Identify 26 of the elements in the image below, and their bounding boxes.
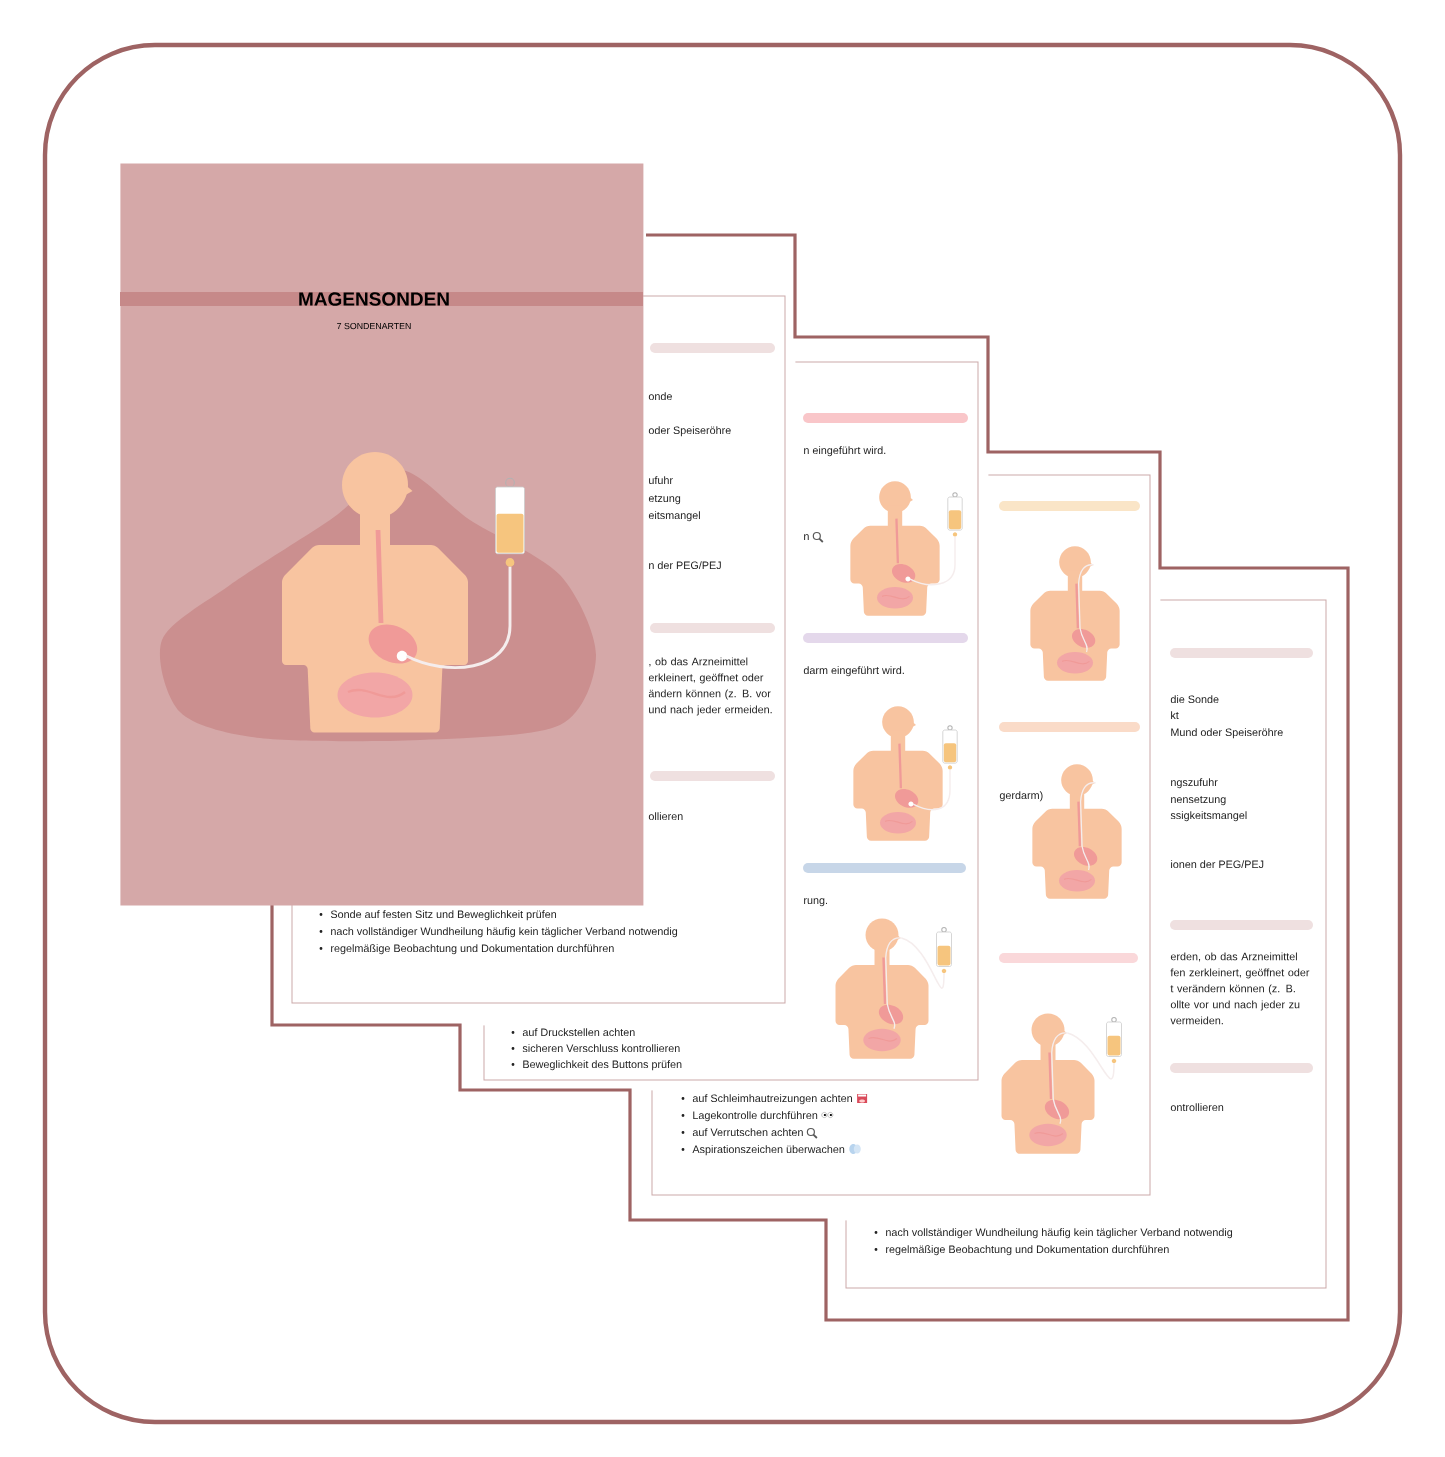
text-line: darm eingeführt wird. [803, 666, 904, 677]
text-line: ontrollieren [1170, 1103, 1224, 1112]
text-line: kt [1171, 711, 1179, 720]
text-line: die Sonde [1170, 695, 1219, 704]
text-line: n eingeführt wird. [804, 446, 886, 457]
bullet-item: nach vollständiger Wundheilung häufig kein täglicher Verband notwendig [319, 927, 678, 938]
bullet-item: Sonde auf festen Sitz und Beweglichkeit prüfen [319, 910, 556, 921]
bullet-item: Beweglichkeit des Buttons prüfen [511, 1060, 682, 1071]
bullet-item: regelmäßige Beobachtung und Dokumentation durchführen [874, 1245, 1169, 1256]
text-line: rung. [804, 898, 827, 907]
bullet-item: nach vollständiger Wundheilung häufig kein täglicher Verband notwendig [874, 1228, 1233, 1239]
text-line: ssigkeitsmangel [1170, 811, 1247, 822]
bullet-item: regelmäßige Beobachtung und Dokumentation durchführen [319, 944, 614, 955]
text-line: n [804, 534, 809, 540]
text-line: nensetzung [1171, 796, 1226, 806]
text-line: ionen der PEG/PEJ [1171, 860, 1264, 869]
paragraph: erden, ob das Arzneimittel fen zerkleinert, geöffnet oder t verändern können (z. B. ollte vor und nach jeder zu vermeiden. [1170, 952, 1310, 1025]
bullet-item: Aspirationszeichen überwachen [681, 1145, 845, 1156]
bullet-item: auf Schleimhautreizungen achten [681, 1094, 852, 1105]
text-line: ngszufuhr [1171, 778, 1218, 789]
bullet-item: sicheren Verschluss kontrollieren [511, 1044, 680, 1053]
text-line: gerdarm) [999, 791, 1043, 802]
text-line: Mund oder Speiseröhre [1171, 728, 1283, 739]
bullet-item: Lagekontrolle durchführen [681, 1111, 818, 1122]
bullet-item: auf Verrutschen achten [681, 1128, 803, 1137]
bullet-item: auf Druckstellen achten [511, 1028, 635, 1037]
